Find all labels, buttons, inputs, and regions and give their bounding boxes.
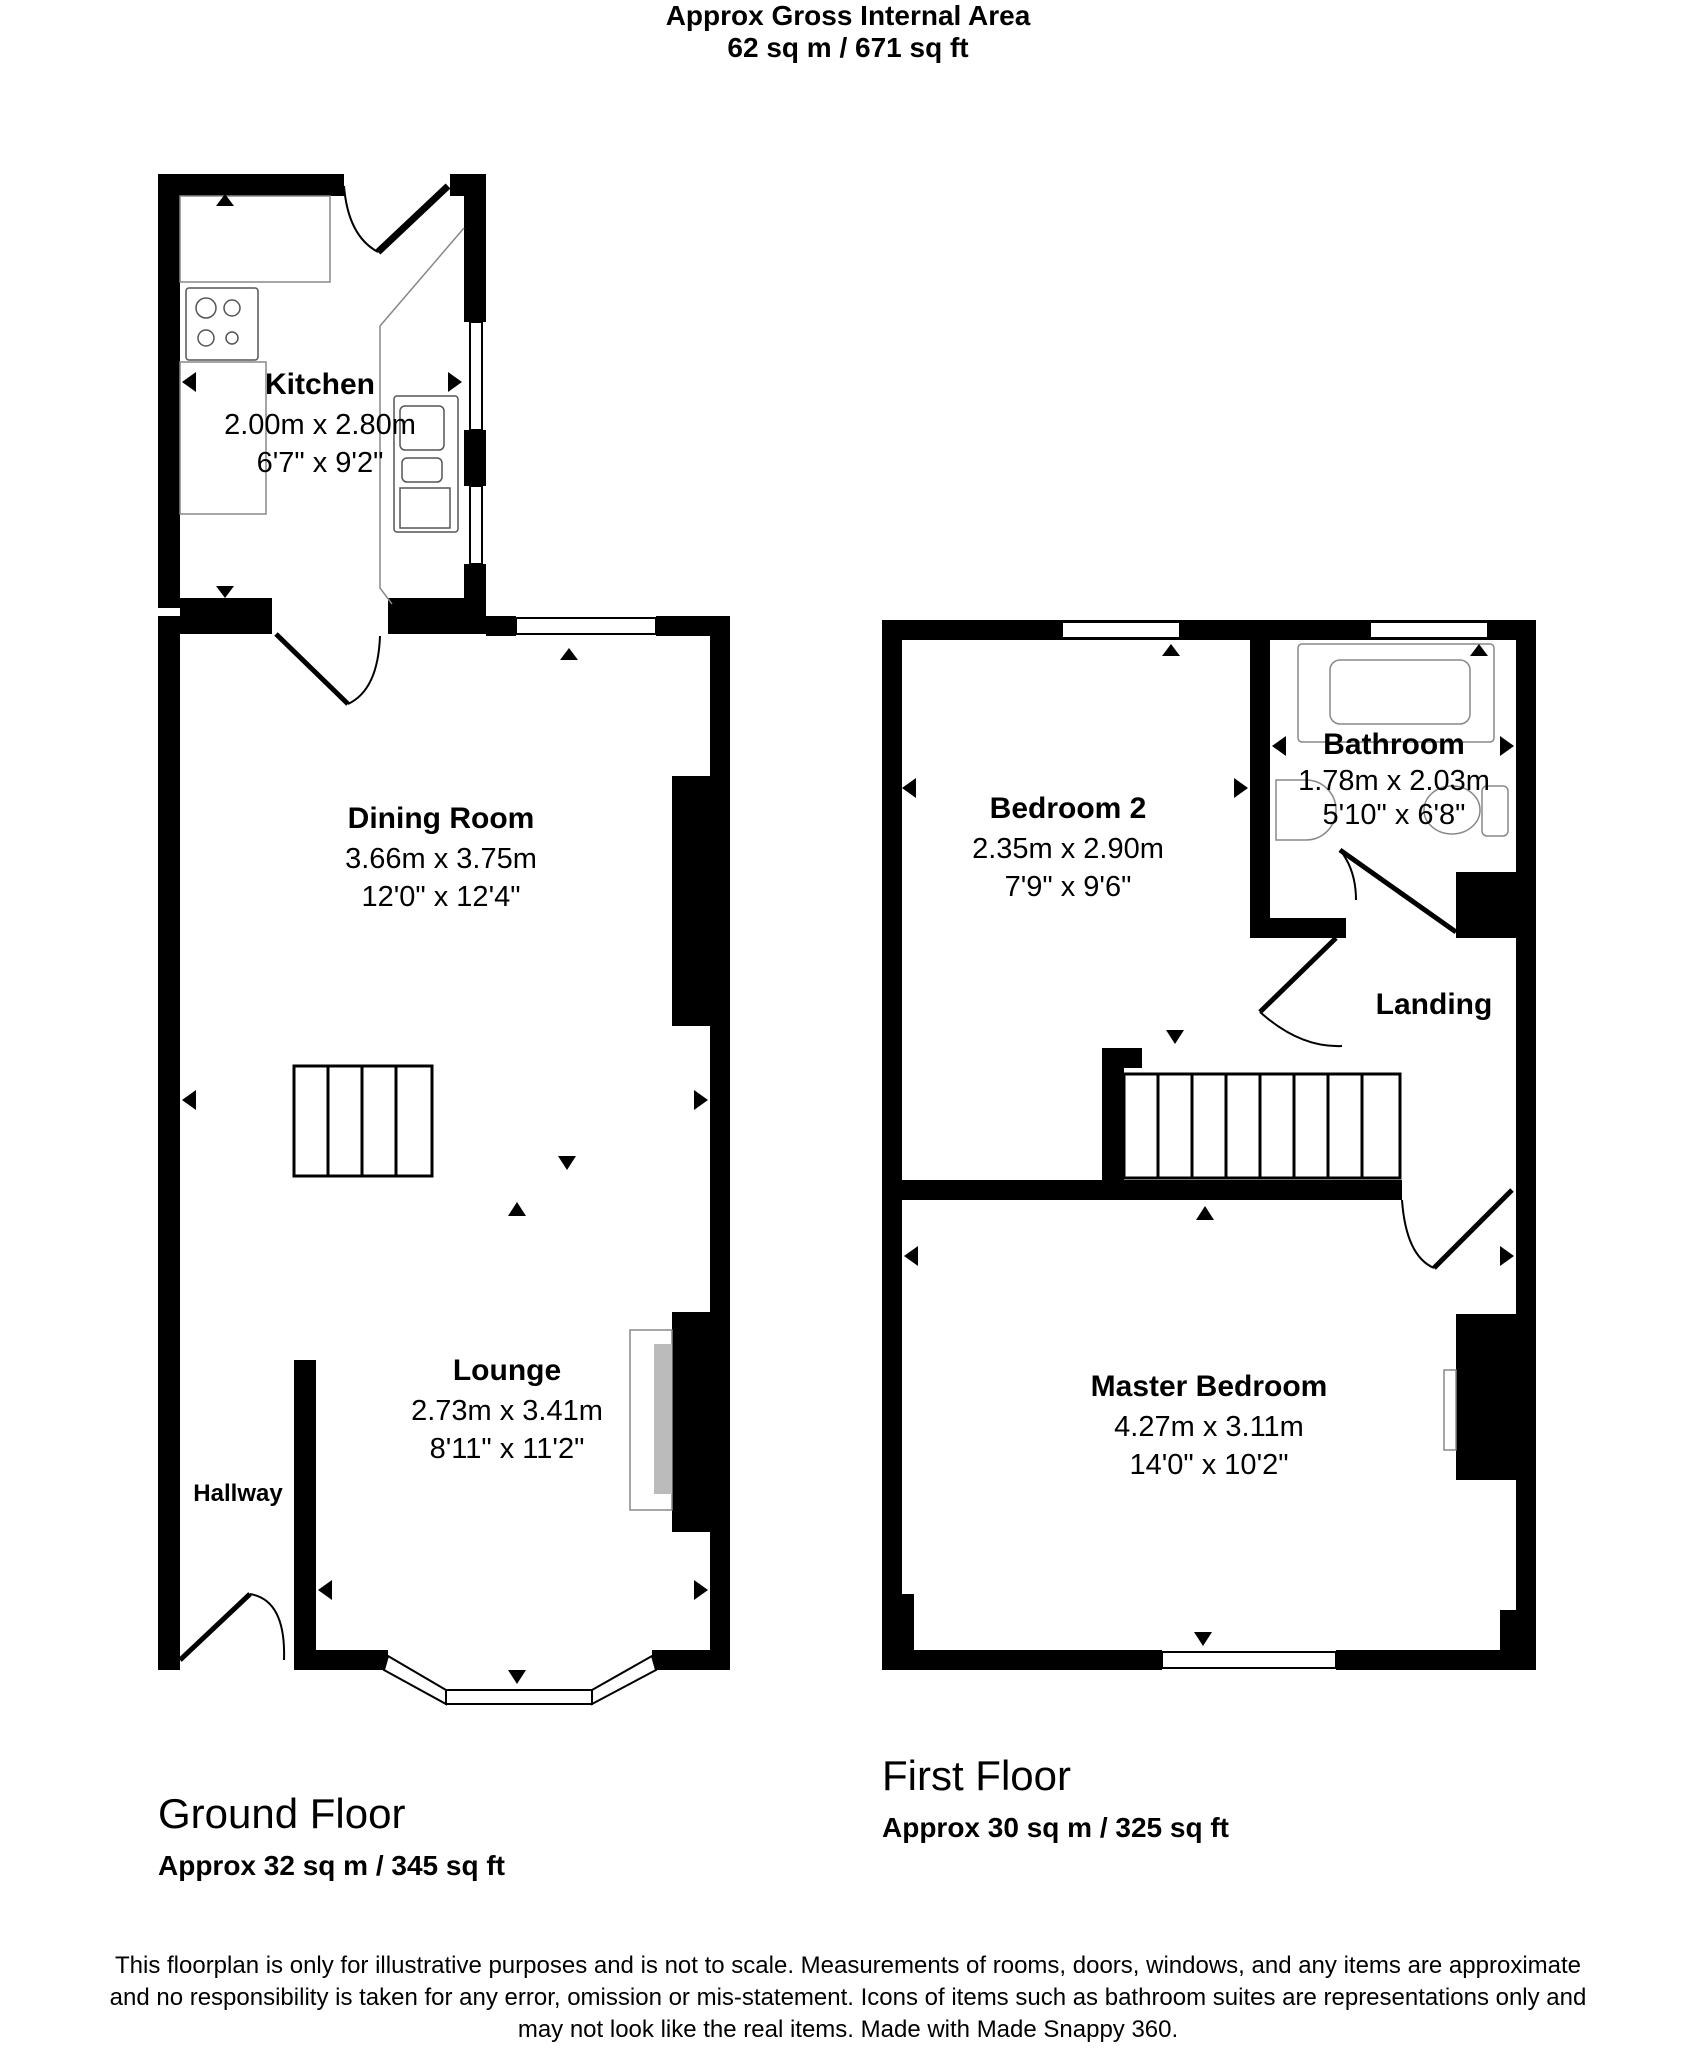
- room-dims-metric-master-bedroom: 4.27m x 3.11m: [1114, 1411, 1304, 1443]
- room-dims-imperial-dining-room: 12'0" x 12'4": [361, 881, 521, 913]
- floor-area-first: Approx 30 sq m / 325 sq ft: [882, 1812, 1229, 1843]
- floor-area-ground: Approx 32 sq m / 345 sq ft: [158, 1850, 505, 1881]
- wall: [158, 174, 180, 608]
- room-name-master-bedroom: Master Bedroom: [1090, 1370, 1328, 1403]
- gross-area-total: 62 sq m / 671 sq ft: [727, 32, 969, 63]
- room-dims-imperial-kitchen: 6'7" x 9'2": [256, 447, 384, 479]
- room-dims-metric-bedroom-2: 2.35m x 2.90m: [972, 833, 1164, 865]
- room-dims-metric-bathroom: 1.78m x 2.03m: [1298, 765, 1490, 797]
- room-name-lounge: Lounge: [452, 1354, 562, 1387]
- gross-area-title: Approx Gross Internal Area: [665, 0, 1031, 31]
- room-dims-metric-dining-room: 3.66m x 3.75m: [345, 843, 537, 875]
- disclaimer: This floorplan is only for illustrative …: [0, 1950, 1696, 2046]
- room-dims-imperial-master-bedroom: 14'0" x 10'2": [1129, 1449, 1289, 1481]
- room-name-landing: Landing: [1375, 988, 1493, 1021]
- room-name-hallway: Hallway: [193, 1480, 283, 1507]
- disclaimer-line: and no responsibility is taken for any e…: [109, 1984, 1587, 2011]
- room-dims-metric-kitchen: 2.00m x 2.80m: [224, 409, 416, 441]
- disclaimer-line: This floorplan is only for illustrative …: [114, 1952, 1581, 1979]
- room-dims-imperial-bathroom: 5'10" x 6'8": [1322, 799, 1466, 831]
- floor-title-ground: Ground Floor: [158, 1790, 406, 1837]
- floor-title-first: First Floor: [882, 1752, 1071, 1799]
- room-name-kitchen: Kitchen: [264, 368, 376, 401]
- floorplan-drawing: [158, 174, 1536, 1706]
- room-name-dining-room: Dining Room: [347, 802, 535, 835]
- room-name-bathroom: Bathroom: [1323, 728, 1465, 761]
- room-dims-imperial-lounge: 8'11" x 11'2": [429, 1433, 585, 1465]
- disclaimer-line: may not look like the real items. Made w…: [517, 2016, 1179, 2043]
- room-name-bedroom-2: Bedroom 2: [989, 792, 1147, 825]
- room-dims-metric-lounge: 2.73m x 3.41m: [411, 1395, 603, 1427]
- room-dims-imperial-bedroom-2: 7'9" x 9'6": [1004, 871, 1132, 903]
